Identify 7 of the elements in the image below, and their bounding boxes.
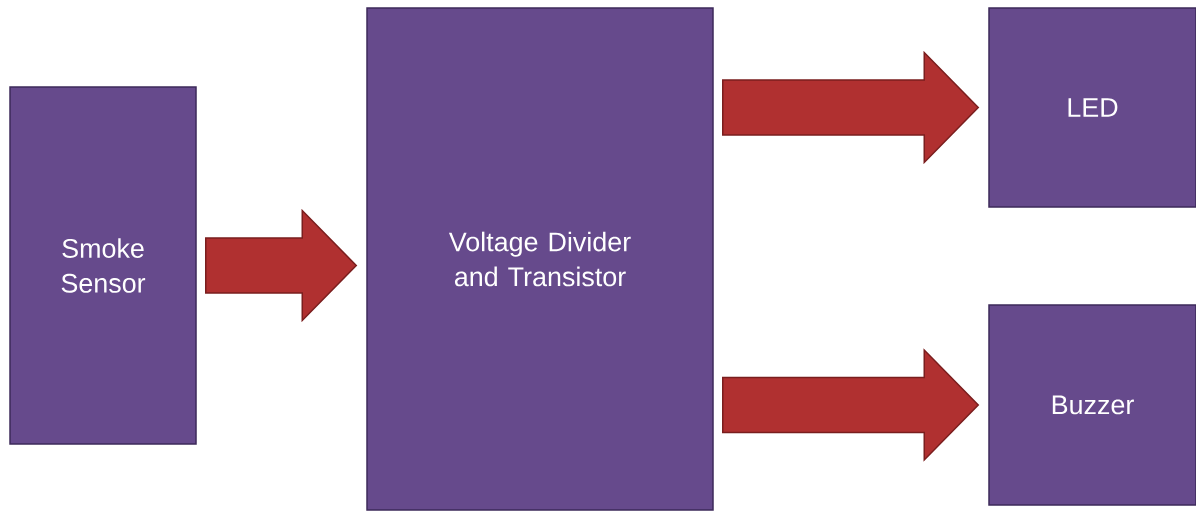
block-box: Smoke Sensor [9, 86, 197, 445]
block-box: Buzzer [988, 304, 1196, 506]
block-arrow [722, 348, 980, 462]
block-arrow [722, 50, 980, 165]
block-arrow [205, 208, 358, 323]
block-box: LED [988, 7, 1196, 208]
block-box: Voltage Divider and Transistor [366, 7, 714, 511]
